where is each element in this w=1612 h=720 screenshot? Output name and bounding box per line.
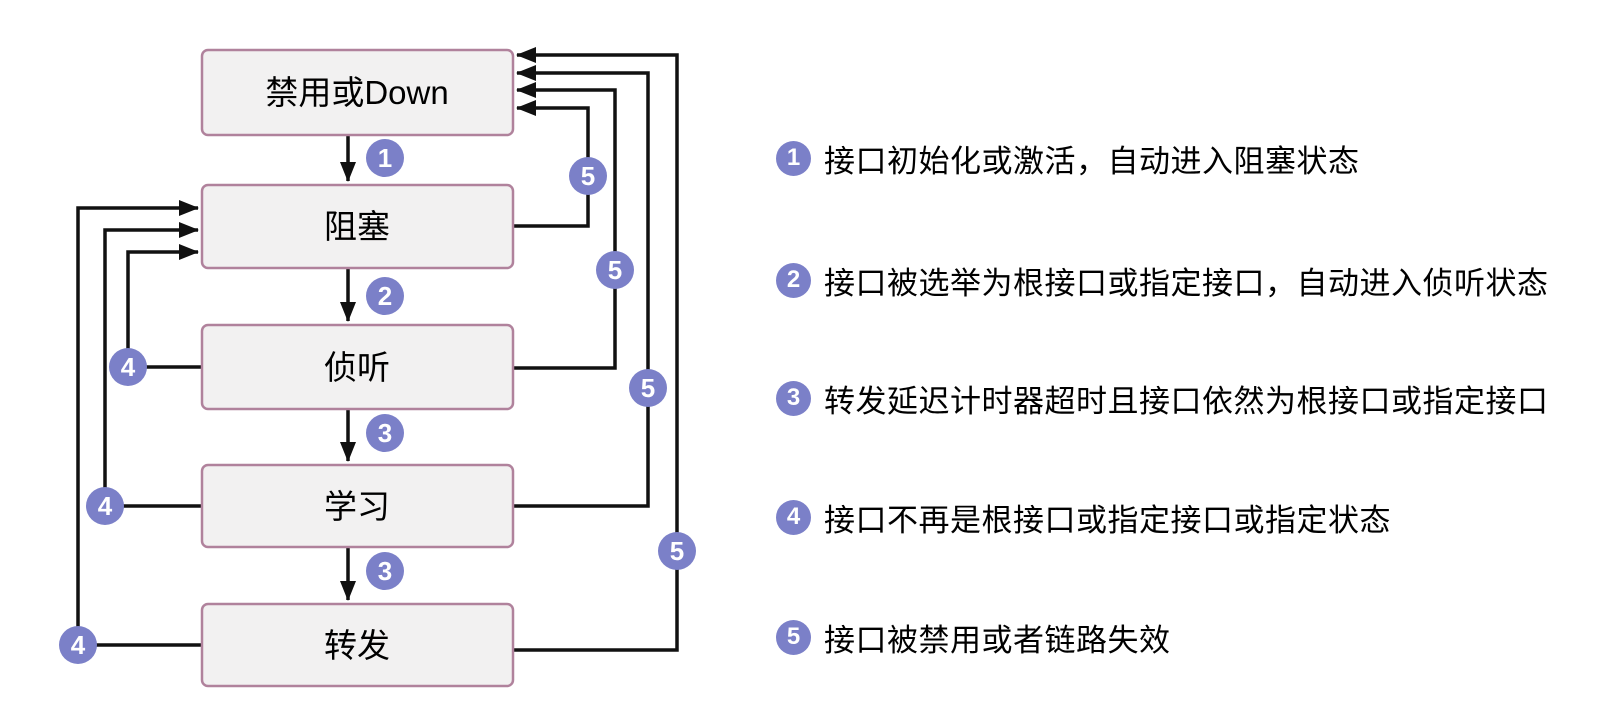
state-box-listening: 侦听 <box>200 323 515 411</box>
state-box-disabled-down: 禁用或Down <box>200 48 515 137</box>
legend-badge-5: 5 <box>776 619 811 655</box>
transition-badge-5d: 5 <box>658 532 696 570</box>
arrow-listening-to-blocking <box>126 244 202 369</box>
state-label: 侦听 <box>324 349 390 386</box>
badge-number: 4 <box>121 352 136 382</box>
legend-badge-1: 1 <box>776 140 811 176</box>
badge-number: 4 <box>71 630 86 660</box>
badge-number: 3 <box>378 418 392 448</box>
badge-circle <box>366 139 404 177</box>
legend-badge-4: 4 <box>776 499 811 535</box>
legend-item-5: 5 接口被禁用或者链路失效 <box>776 615 1171 659</box>
state-label: 转发 <box>324 627 390 664</box>
transition-badge-3a: 3 <box>366 414 404 452</box>
legend-item-2: 2 接口被选举为根接口或指定接口，自动进入侦听状态 <box>776 258 1549 302</box>
badge-number: 5 <box>670 536 684 566</box>
badge-number: 5 <box>581 161 595 191</box>
arrow-listening-to-disabled <box>513 82 617 370</box>
state-box-rect <box>200 48 515 137</box>
transition-badge-3b: 3 <box>366 552 404 590</box>
state-label: 学习 <box>324 488 390 525</box>
badge-circle <box>109 348 147 386</box>
legend-badge-3: 3 <box>776 380 811 416</box>
transition-badge-2: 2 <box>366 277 404 315</box>
badge-number: 5 <box>608 255 622 285</box>
transition-badge-5b: 5 <box>596 251 634 289</box>
badge-circle <box>596 251 634 289</box>
badge-circle <box>366 277 404 315</box>
state-box-rect <box>200 183 515 270</box>
arrow-learning-to-disabled <box>513 65 650 508</box>
arrow-forwarding-to-blocking <box>76 200 202 647</box>
legend-item-4: 4 接口不再是根接口或指定接口或指定状态 <box>776 495 1391 539</box>
legend-badge-2: 2 <box>776 262 811 298</box>
transition-legend: 1 接口初始化或激活，自动进入阻塞状态 2 接口被选举为根接口或指定接口，自动进… <box>776 0 1612 720</box>
badge-number: 3 <box>378 556 392 586</box>
badge-number: 4 <box>98 491 113 521</box>
transition-badge-5c: 5 <box>629 369 667 407</box>
state-box-rect <box>200 463 515 549</box>
transition-badge-5a: 5 <box>569 157 607 195</box>
badge-number: 2 <box>378 281 392 311</box>
badge-circle <box>569 157 607 195</box>
badge-number: 5 <box>641 373 655 403</box>
legend-text-4: 接口不再是根接口或指定接口或指定状态 <box>824 502 1391 538</box>
transition-badge-4b: 4 <box>86 487 124 525</box>
transition-badge-4a: 4 <box>109 348 147 386</box>
state-flow-svg: 禁用或Down 阻塞 侦听 学习 转发 1 2 3 <box>59 47 696 688</box>
badge-circle <box>86 487 124 525</box>
legend-text-1: 接口初始化或激活，自动进入阻塞状态 <box>824 143 1360 179</box>
state-box-blocking: 阻塞 <box>200 183 515 270</box>
legend-text-3: 转发延迟计时器超时且接口依然为根接口或指定接口 <box>824 383 1549 419</box>
state-box-forwarding: 转发 <box>200 602 515 688</box>
transition-badge-1: 1 <box>366 139 404 177</box>
arrow-learning-to-blocking <box>103 222 202 508</box>
state-box-rect <box>200 323 515 411</box>
state-label: 阻塞 <box>324 208 390 245</box>
badge-circle <box>658 532 696 570</box>
legend-text-5: 接口被禁用或者链路失效 <box>824 622 1171 658</box>
badge-circle <box>59 626 97 664</box>
transition-badge-4c: 4 <box>59 626 97 664</box>
legend-item-3: 3 转发延迟计时器超时且接口依然为根接口或指定接口 <box>776 376 1549 420</box>
state-box-learning: 学习 <box>200 463 515 549</box>
legend-item-1: 1 接口初始化或激活，自动进入阻塞状态 <box>776 136 1360 180</box>
badge-circle <box>366 414 404 452</box>
badge-circle <box>366 552 404 590</box>
badge-number: 1 <box>378 143 392 173</box>
arrow-forwarding-to-disabled <box>513 47 679 652</box>
badge-circle <box>629 369 667 407</box>
legend-text-2: 接口被选举为根接口或指定接口，自动进入侦听状态 <box>824 265 1549 301</box>
state-label: 禁用或Down <box>265 74 448 111</box>
state-box-rect <box>200 602 515 688</box>
